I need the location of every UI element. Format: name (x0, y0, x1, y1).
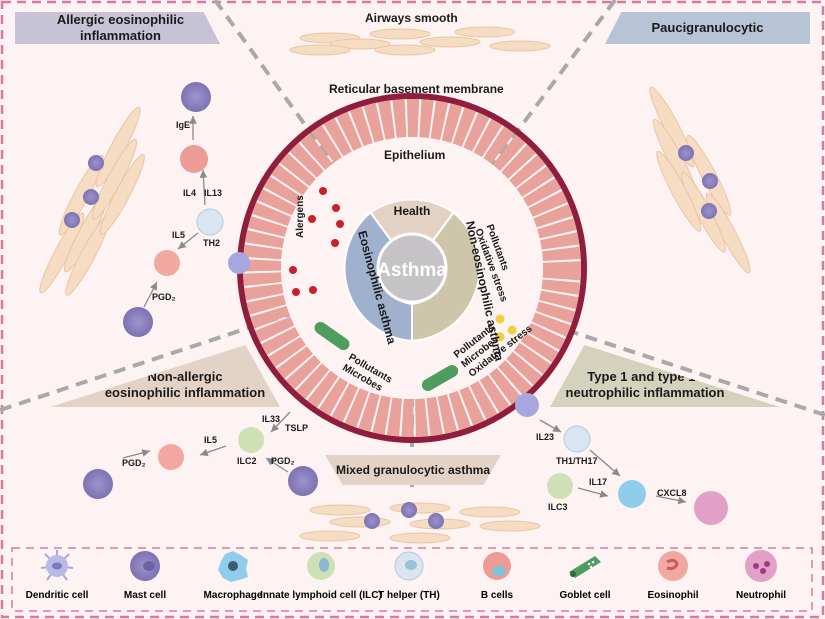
legend-dendritic-cell: Dendritic cell (12, 548, 102, 612)
legend-label: Neutrophil (736, 590, 786, 601)
mast-cell-icon (130, 551, 160, 581)
mast-cell (701, 203, 717, 219)
il4-label: IL4 (183, 188, 197, 198)
legend-frame (11, 547, 813, 612)
ilc-icon (307, 552, 335, 580)
epithelium-label: Epithelium (384, 148, 446, 162)
legend-t-helper: T helper (TH) (364, 548, 454, 612)
legend-label: Mast cell (123, 590, 167, 601)
t-helper-icon (394, 551, 424, 581)
legend-label: T helper (TH) (378, 590, 440, 601)
cxcl8-label: CXCL8 (657, 488, 687, 498)
ilc2-label: ILC2 (237, 456, 257, 466)
legend-label: Eosinophil (647, 590, 699, 601)
center-label: Asthma (377, 260, 447, 281)
il17-label: IL17 (589, 477, 608, 487)
tslp-label: TSLP (285, 423, 309, 433)
legend-b-cell: B cells (452, 548, 542, 612)
pgd2-label: PGD₂ (271, 456, 295, 466)
t-helper-cell (563, 425, 591, 453)
mast-cell (678, 145, 694, 161)
banner-line: eosinophilic inflammation (104, 385, 266, 400)
ilc2-cell (238, 427, 264, 453)
dendritic-cell (228, 252, 250, 274)
legend-label: Dendritic cell (25, 590, 89, 601)
neutrophil-icon (745, 550, 777, 582)
mast-cell (83, 469, 113, 499)
eosinophil (158, 444, 184, 470)
paucigranulocytic-banner: Paucigranulocytic (605, 12, 810, 44)
health-label: Health (394, 204, 431, 218)
dendritic-cell (515, 393, 539, 417)
b-cell-icon (483, 552, 511, 580)
pollutant-particles (495, 314, 517, 342)
legend-macrophage: Macrophage (188, 548, 278, 612)
mast-cell (83, 189, 99, 205)
pgd2-label: PGD₂ (122, 458, 146, 468)
asthma-center (376, 232, 448, 304)
legend-goblet-cell: Goblet cell (540, 548, 630, 612)
mixed-banner: Mixed granulocytic asthma (325, 455, 501, 485)
mast-cell (123, 307, 153, 337)
legend-label: Innate lymphoid cell (ILC) (260, 590, 382, 601)
ilc3-cell (547, 473, 573, 499)
banner-line: neutrophilic inflammation (565, 385, 725, 400)
il5-label: IL5 (172, 230, 186, 240)
mast-cell (428, 513, 444, 529)
th2-label: TH2 (203, 238, 221, 248)
mast-cell (88, 155, 104, 171)
endotype-ring (343, 198, 481, 343)
legend-mast-cell: Mast cell (100, 548, 190, 612)
b-cell (180, 145, 208, 173)
banner-line: Non-allergic (147, 369, 223, 384)
mast-cell (64, 212, 80, 228)
eosinophil (154, 250, 180, 276)
il33-label: IL33 (262, 414, 281, 424)
allergic-banner: Allergic eosinophilic inflammation (15, 12, 220, 44)
smooth-muscle-bottom (299, 502, 541, 544)
dendritic-cell-icon (40, 550, 74, 581)
goblet-cell-icon (569, 556, 601, 578)
neutrophil (694, 491, 728, 525)
legend-label: B cells (480, 590, 514, 601)
legend-label: Goblet cell (559, 590, 611, 601)
macrophage-icon (218, 551, 248, 582)
mast-cell (364, 513, 380, 529)
mast-cell (702, 173, 718, 189)
mast-cell (401, 502, 417, 518)
il13-label: IL13 (204, 188, 223, 198)
ilc3-label: ILC3 (548, 502, 568, 512)
macrophage (618, 480, 646, 508)
th1-th17-label: TH1/TH17 (556, 456, 598, 466)
pgd2-label: PGD₂ (152, 292, 176, 302)
t-helper-cell (196, 208, 224, 236)
legend-label: Macrophage (203, 590, 263, 601)
mast-cell (181, 82, 211, 112)
basement-membrane-label: Reticular basement membrane (329, 82, 504, 96)
legend-ilc: Innate lymphoid cell (ILC) (260, 548, 382, 612)
allergen-particles (289, 187, 344, 296)
ige-label: IgE (176, 120, 191, 130)
il23-label: IL23 (536, 432, 555, 442)
airways-smooth-label: Airways smooth (365, 11, 458, 25)
microbes (314, 321, 459, 391)
legend-neutrophil: Neutrophil (716, 548, 806, 612)
smooth-muscle-top (289, 26, 551, 56)
legend-eosinophil: Eosinophil (628, 548, 718, 612)
mast-cell (288, 466, 318, 496)
il5-label: IL5 (204, 435, 218, 445)
eosinophil-icon (658, 551, 688, 581)
